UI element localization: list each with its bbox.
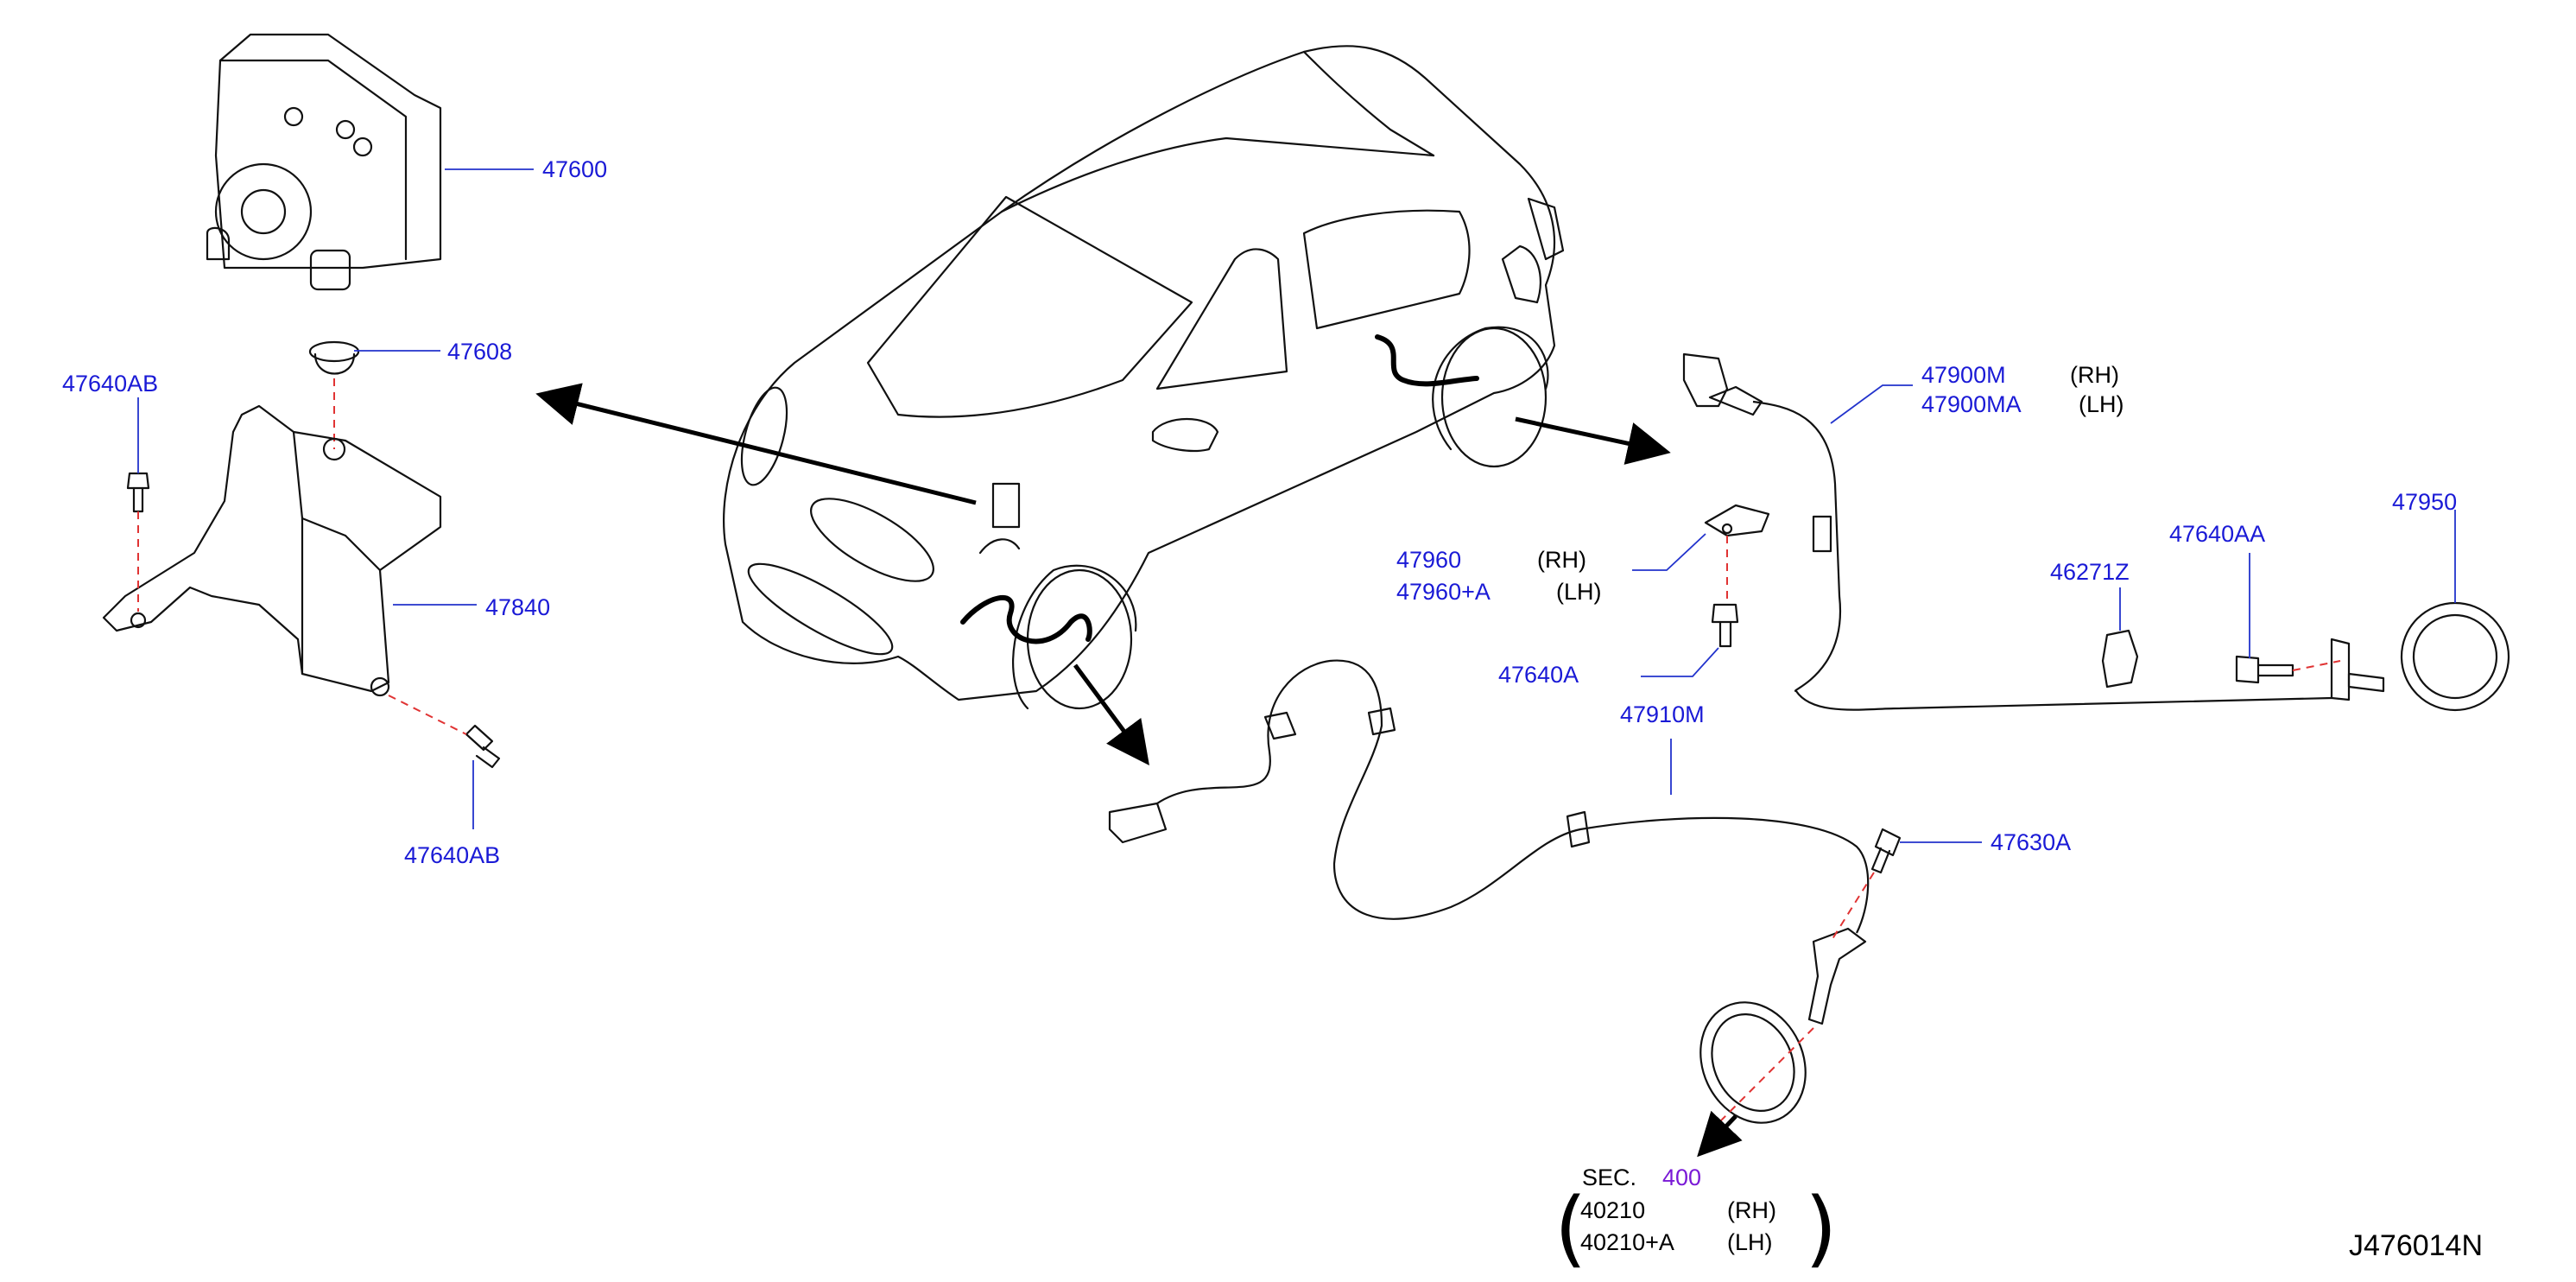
section-item-0-part: 40210 [1580, 1197, 1645, 1223]
bolt-47640aa [2235, 655, 2294, 684]
callout-arrows [535, 383, 1671, 766]
label-46271z: 46271Z [2050, 559, 2130, 585]
label-47840: 47840 [485, 594, 550, 620]
label-47608: 47608 [447, 339, 512, 365]
arrow-to-section-400 [1697, 1110, 1743, 1158]
label-47900m: 47900M [1921, 362, 2006, 388]
label-47900ma-side: (LH) [2079, 391, 2124, 417]
bolt-47640ab-top [126, 472, 150, 513]
section-close-paren: ) [1805, 1180, 1837, 1277]
sensor-rotor-47950 [2400, 601, 2510, 712]
front-wheel-sensor-part [1108, 659, 1870, 1025]
label-47600: 47600 [542, 156, 607, 182]
label-47900m-side: (RH) [2070, 362, 2119, 388]
section-number: 400 [1662, 1165, 1701, 1190]
arrow-to-front-sensor [1073, 663, 1149, 766]
diagram-id: J476014N [2349, 1229, 2483, 1262]
label-47640ab-bottom: 47640AB [404, 842, 500, 868]
abs-bracket-part [102, 404, 442, 697]
section-item-1-side: (LH) [1727, 1229, 1773, 1255]
sensor-bracket-47960 [1704, 504, 1770, 537]
car-illustration [723, 45, 1565, 710]
section-reference: SEC. 400 ( 40210 (RH) 40210+A (LH) ) [1554, 1165, 1837, 1277]
label-47640ab-top: 47640AB [62, 371, 158, 397]
clip-46271z [2101, 629, 2139, 689]
section-open-paren: ( [1554, 1180, 1586, 1277]
part-labels: 47600 47608 47640AB 47840 47640AB 47900M… [62, 156, 2457, 868]
section-item-0-side: (RH) [1727, 1197, 1776, 1223]
section-item-1-part: 40210+A [1580, 1229, 1674, 1255]
label-47960-side: (RH) [1537, 547, 1586, 573]
arrow-to-rear-sensor [1515, 416, 1671, 465]
grommet-part [308, 340, 360, 375]
abs-actuator-part [206, 33, 442, 291]
rear-wheel-sensor-part [1682, 352, 2332, 711]
bolt-47630a [1870, 828, 1902, 874]
label-47910m: 47910M [1620, 701, 1705, 727]
arrow-to-abs-bracket [535, 383, 977, 505]
label-47960a: 47960+A [1396, 579, 1491, 605]
label-47950: 47950 [2392, 489, 2457, 515]
front-sensor-rotor [1699, 1001, 1807, 1124]
rear-sensor-head [2330, 638, 2385, 701]
bolt-47640ab-bottom [465, 724, 501, 769]
label-47640aa: 47640AA [2169, 521, 2265, 547]
label-47900ma: 47900MA [1921, 391, 2022, 417]
label-47960a-side: (LH) [1556, 579, 1602, 605]
section-prefix: SEC. [1582, 1165, 1636, 1190]
bolt-47640a [1711, 603, 1739, 648]
label-47960: 47960 [1396, 547, 1461, 573]
label-47640a: 47640A [1498, 662, 1579, 688]
label-47630a: 47630A [1991, 829, 2071, 855]
